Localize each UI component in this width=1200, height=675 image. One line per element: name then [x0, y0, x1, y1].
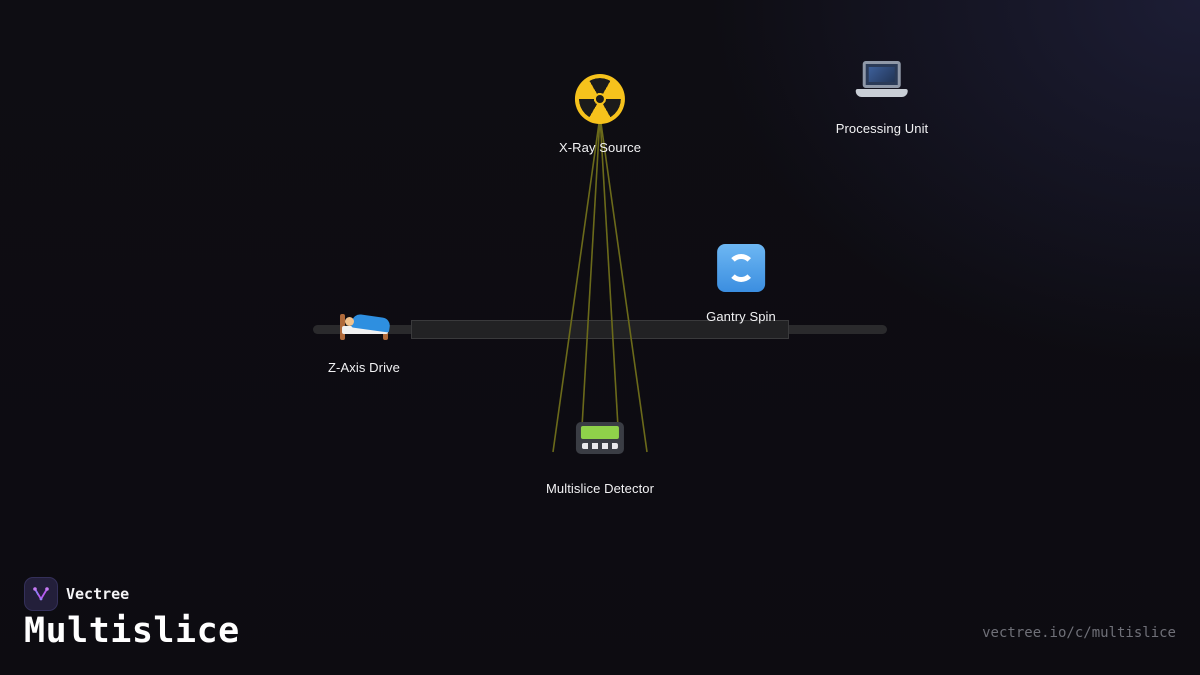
vectree-logo-icon [24, 577, 58, 611]
xray-beam-fan [552, 115, 648, 453]
xray-beam-inner-right [599, 115, 619, 428]
node-z-axis-drive[interactable]: Z-Axis Drive [328, 290, 400, 375]
table-top [411, 320, 789, 339]
node-label-multislice-detector: Multislice Detector [545, 481, 655, 496]
xray-beam-outer-right [599, 115, 648, 453]
brand[interactable]: Vectree [24, 577, 129, 611]
node-label-z-axis-drive: Z-Axis Drive [328, 360, 400, 375]
node-multislice-detector[interactable]: Multislice Detector [546, 408, 654, 496]
pager-icon [575, 422, 624, 454]
rotate-arrows-icon [717, 244, 765, 292]
bed-icon [338, 302, 391, 342]
node-gantry-spin[interactable]: Gantry Spin [706, 240, 776, 324]
radiation-icon [575, 74, 625, 124]
xray-beam-outer-left [552, 115, 601, 453]
page-title: Multislice [24, 611, 240, 651]
node-processing-unit[interactable]: Processing Unit [836, 55, 929, 136]
node-xray-source[interactable]: X-Ray Source [559, 71, 641, 155]
node-label-processing-unit: Processing Unit [835, 121, 929, 136]
brand-name: Vectree [66, 585, 130, 603]
node-label-xray-source: X-Ray Source [558, 140, 642, 155]
source-url[interactable]: vectree.io/c/multislice [982, 625, 1176, 641]
laptop-icon [855, 59, 908, 103]
node-label-gantry-spin: Gantry Spin [706, 309, 776, 324]
xray-beam-inner-left [581, 115, 601, 428]
